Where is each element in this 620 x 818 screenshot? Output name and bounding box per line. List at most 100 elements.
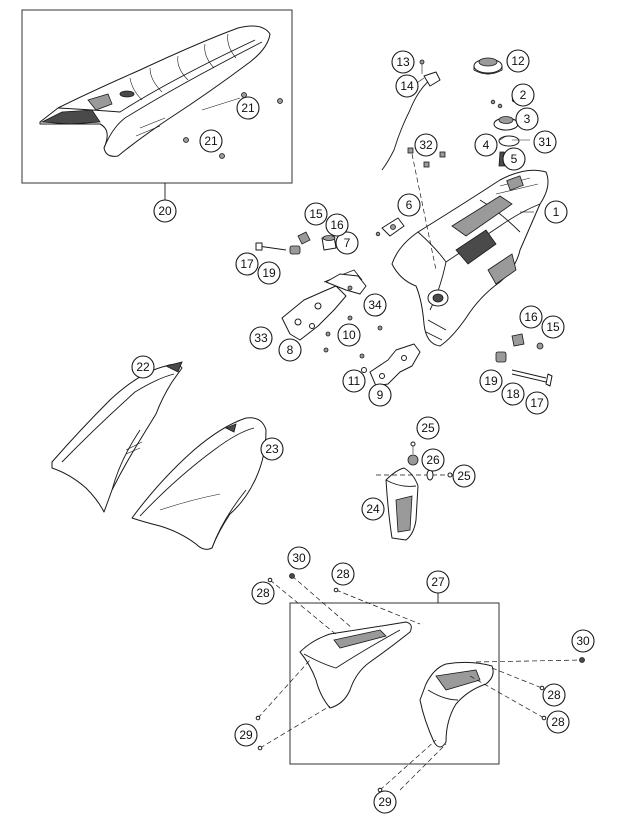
callout-1-label: 1: [553, 205, 560, 219]
mount-pieces-15-16: [297, 231, 337, 251]
cap-flange-3: [493, 116, 519, 131]
left-spoiler-panel: [299, 621, 412, 709]
callout-12: 12: [506, 49, 530, 73]
callout-18: 18: [501, 382, 525, 406]
callout-28c: 28: [542, 683, 566, 707]
callout-16a-label: 16: [330, 218, 344, 232]
bolt-17-left: [255, 242, 287, 251]
callout-29b: 29: [373, 790, 397, 814]
callout-22: 22: [131, 355, 155, 379]
callout-19a-label: 19: [262, 266, 276, 280]
callout-23: 23: [260, 437, 284, 461]
callout-14: 14: [395, 74, 419, 98]
side-panel-23: [131, 417, 267, 550]
callout-28c-label: 28: [547, 688, 561, 702]
callout-33: 33: [249, 326, 273, 350]
callout-13: 13: [391, 50, 415, 74]
callout-25a: 25: [416, 416, 440, 440]
callout-15a: 15: [304, 202, 328, 226]
callout-16b-label: 16: [524, 310, 538, 324]
vent-hose-14: [381, 59, 441, 171]
callout-17a: 17: [235, 252, 259, 276]
bracket-6: [375, 217, 405, 237]
right-spoiler-panel: [419, 661, 494, 748]
filler-cap-12: [473, 57, 503, 75]
callout-15a-label: 15: [309, 207, 323, 221]
callout-24: 24: [361, 497, 385, 521]
callout-33-label: 33: [254, 331, 268, 345]
callout-25a-label: 25: [421, 421, 435, 435]
callout-2-label: 2: [520, 88, 527, 102]
callout-10-label: 10: [342, 328, 356, 342]
callout-11-label: 11: [348, 374, 361, 388]
callout-22-label: 22: [136, 360, 150, 374]
callout-30a: 30: [287, 546, 311, 570]
callout-30b: 30: [571, 629, 595, 653]
callout-28a: 28: [251, 581, 275, 605]
callout-28d-label: 28: [551, 715, 565, 729]
callout-5: 5: [502, 147, 526, 171]
callout-9: 9: [368, 383, 392, 407]
callout-14-label: 14: [400, 79, 414, 93]
callout-17a-label: 17: [240, 257, 254, 271]
callout-26-label: 26: [426, 453, 440, 467]
callout-15b: 15: [541, 315, 565, 339]
callout-16a: 16: [325, 213, 349, 237]
callout-32-label: 32: [419, 138, 433, 152]
callout-2: 2: [511, 83, 535, 107]
callout-9-label: 9: [377, 388, 384, 402]
callout-11: 11: [342, 369, 366, 393]
callout-21b: 21: [199, 129, 223, 153]
callout-20: 20: [153, 199, 177, 223]
bracket-34: [325, 273, 367, 295]
callout-21a-label: 21: [241, 101, 255, 115]
leader-lines: [201, 77, 534, 213]
callout-21b-label: 21: [204, 134, 218, 148]
callout-4: 4: [474, 133, 498, 157]
callout-28b: 28: [331, 562, 355, 586]
fuel-tank-drawing: [391, 169, 549, 347]
callout-3-label: 3: [524, 112, 531, 126]
callout-6: 6: [397, 193, 421, 217]
small-screws-2: [490, 97, 517, 109]
callout-23-label: 23: [265, 442, 279, 456]
callout-21a: 21: [236, 96, 260, 120]
callout-13-label: 13: [396, 55, 410, 69]
spacer-19-left: [289, 245, 301, 255]
callout-25b: 25: [452, 464, 476, 488]
callout-26: 26: [421, 448, 445, 472]
callout-29b-label: 29: [378, 795, 392, 809]
callout-12-label: 12: [511, 54, 525, 68]
gasket-31: [498, 135, 520, 147]
callout-24-label: 24: [366, 502, 380, 516]
callout-19b-label: 19: [484, 374, 498, 388]
panel-fasteners: [255, 573, 585, 793]
callout-31-label: 31: [538, 135, 552, 149]
callout-30a-label: 30: [292, 551, 306, 565]
lower-panel-frame: [289, 602, 500, 765]
seat-screws-21: [183, 92, 283, 159]
seat-drawing: [39, 25, 271, 157]
callout-8: 8: [278, 338, 302, 362]
bracket-9: [369, 343, 421, 387]
callout-29a-label: 29: [239, 728, 253, 742]
mount-parts-right: [495, 333, 553, 387]
callout-17b: 17: [525, 391, 549, 415]
callout-7: 7: [335, 231, 359, 255]
callout-1: 1: [544, 200, 568, 224]
seat-group-frame: [21, 9, 293, 184]
callout-3: 3: [515, 107, 539, 131]
callout-28d: 28: [546, 710, 570, 734]
callout-7-label: 7: [344, 236, 351, 250]
callout-17b-label: 17: [530, 396, 544, 410]
callout-34-label: 34: [368, 298, 382, 312]
callout-27-label: 27: [431, 575, 445, 589]
callout-25b-label: 25: [457, 469, 471, 483]
callout-19b: 19: [479, 369, 503, 393]
callout-15b-label: 15: [546, 320, 560, 334]
callout-18-label: 18: [506, 387, 520, 401]
callout-6-label: 6: [406, 198, 413, 212]
callout-29a: 29: [234, 723, 258, 747]
nuts-32: [407, 147, 446, 271]
